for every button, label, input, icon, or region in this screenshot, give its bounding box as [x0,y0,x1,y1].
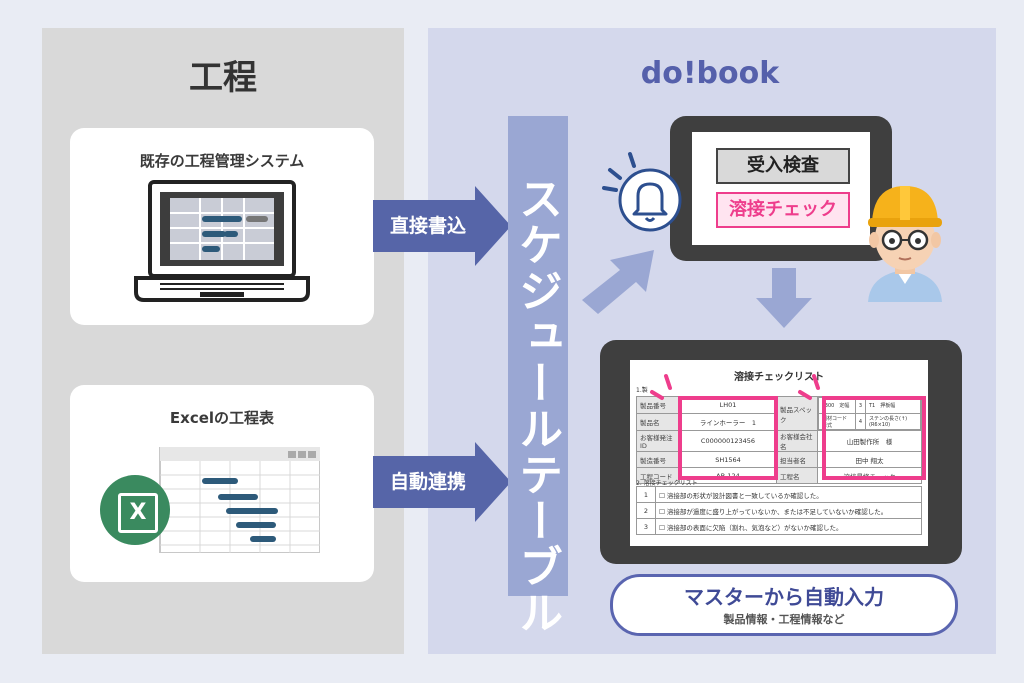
checklist-item: 2☐ 溶接部が過度に盛り上がっていないか、または不足していないか確認した。 [636,502,922,519]
checklist-item-text[interactable]: ☐ 溶接部が過度に盛り上がっていないか、または不足していないか確認した。 [655,502,922,519]
label-person: 担当者名 [776,451,818,468]
master-subtitle: 製品情報・工程情報など [723,613,845,626]
spec-n2: 4 [854,413,867,430]
schedule-table-bar [508,116,568,596]
label-process-code: 工程コード [636,467,680,484]
checklist-item: 3☐ 溶接部の表面に欠陥（割れ、気泡など）がないか確認した。 [636,518,922,535]
existing-system-card: 既存の工程管理システム [70,128,374,325]
worker-avatar [868,186,942,302]
direct-write-label: 直接書込 [389,215,466,237]
spec-b2: 鋼材コード形式 [818,413,856,430]
section2-label: 2. 溶接チェックリスト [636,480,698,487]
section1-label: 1.製 [636,387,648,394]
item-number: 2 [636,502,656,519]
highlight-ticks-left-icon [650,374,672,400]
excel-logo-letter: X [118,493,158,533]
welding-check-item[interactable]: 溶接チェック [716,192,850,228]
receiving-inspection-item[interactable]: 受入検査 [716,148,850,184]
checklist-title: 溶接チェックリスト [734,372,824,383]
diagonal-arrow [582,250,654,314]
label-product-spec: 製品スペック [776,396,818,431]
label-company: お客様会社名 [776,430,818,452]
auto-fill-highlight-right [822,396,926,480]
checklist-item-text[interactable]: ☐ 溶接部の表面に欠陥（割れ、気泡など）がないか確認した。 [655,518,922,535]
table-row: 製品名 ラインホーラー 1 [636,413,922,431]
tablet-top: 受入検査 溶接チェック [670,116,892,261]
item-number: 3 [636,518,656,535]
checklist-item-text[interactable]: ☐ 溶接部の形状が設計図書と一致しているか確認した。 [655,486,922,503]
excel-logo-icon: X [100,475,170,545]
process-title: 工程 [189,58,257,98]
label-serial: 製造番号 [636,451,680,468]
label-product-name: 製品名 [636,413,680,431]
auto-fill-highlight-left [678,396,778,480]
spreadsheet-icon [159,447,320,553]
label-process-name: 工程名 [776,467,818,484]
tablet-top-screen: 受入検査 溶接チェック [692,132,870,245]
excel-card-title: Excelの工程表 [169,409,275,427]
checklist-item: 1☐ 溶接部の形状が設計図書と一致しているか確認した。 [636,486,922,503]
master-title: マスターから自動入力 [684,585,884,609]
notification-bell-icon [602,152,682,232]
label-product-number: 製品番号 [636,396,680,414]
down-arrow [756,268,812,328]
laptop-icon [134,180,310,302]
welding-checklist-table: 1☐ 溶接部の形状が設計図書と一致しているか確認した。 2☐ 溶接部が過度に盛り… [636,486,922,535]
table-row: お客様発注ID C000000123456 お客様会社名 山田製作所 様 [636,430,922,452]
item-number: 1 [636,486,656,503]
master-auto-input-badge: マスターから自動入力 製品情報・工程情報など [610,574,958,636]
schedule-table-label: スケジュールテーブル [508,176,568,636]
dobook-logo: do!book [640,56,780,91]
highlight-ticks-right-icon [798,374,820,400]
auto-link-arrow [373,442,511,522]
auto-link-label: 自動連携 [389,471,466,493]
direct-write-arrow [373,186,511,266]
schedule-table-text: スケジュールテーブル [511,176,562,636]
excel-card: Excelの工程表 X [70,385,374,582]
existing-system-title: 既存の工程管理システム [139,152,305,170]
spec-c2: ステンの長さ(↑)(R6×10) [865,413,921,430]
label-order-id: お客様発注ID [636,430,680,452]
